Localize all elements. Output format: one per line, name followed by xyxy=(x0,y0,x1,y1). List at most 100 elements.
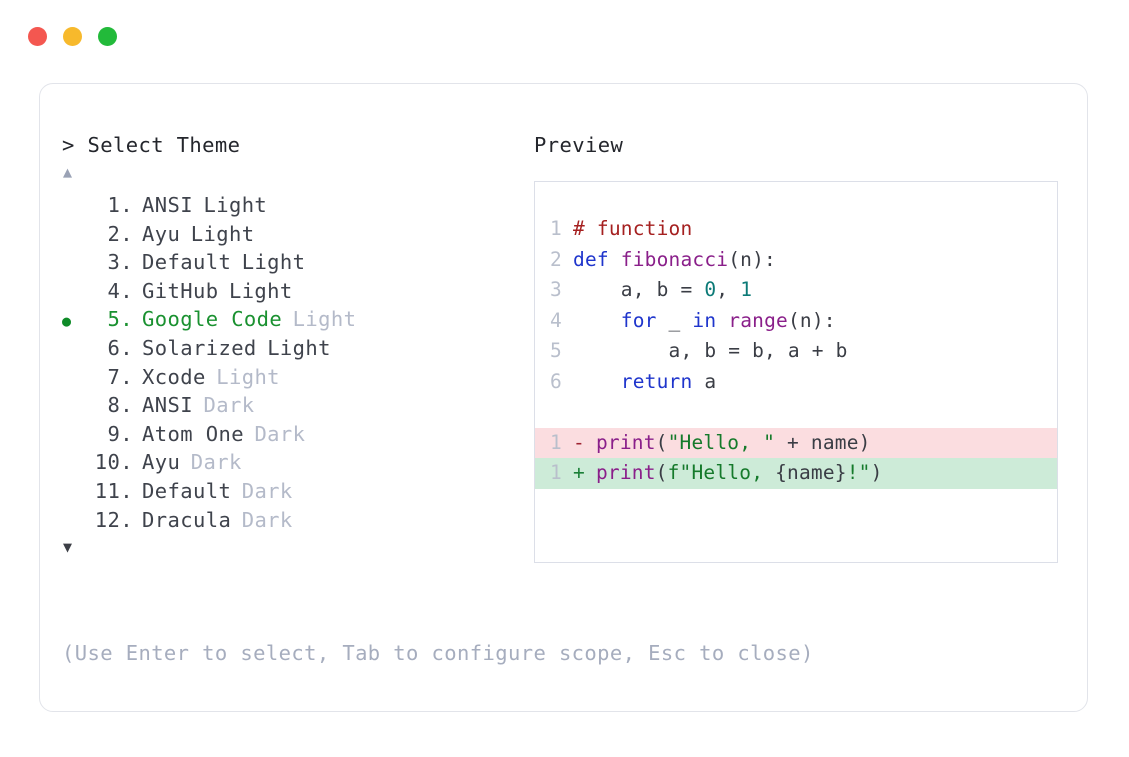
code-token: fibonacci xyxy=(620,247,729,271)
theme-item-variant: Dark xyxy=(241,507,293,532)
code-line: 1 # function xyxy=(535,214,1057,245)
theme-item-index: 5. xyxy=(107,307,133,332)
theme-item-variant: Light xyxy=(292,307,357,332)
theme-item-name: Ayu xyxy=(142,450,181,475)
code-token: return xyxy=(620,369,693,393)
selected-bullet-icon xyxy=(62,450,88,479)
code-token: print xyxy=(595,430,656,454)
code-token xyxy=(716,309,728,332)
code-token: , xyxy=(716,278,741,301)
code-token: ( xyxy=(655,430,668,454)
code-token xyxy=(573,309,621,332)
diff-sign: - xyxy=(573,430,585,454)
selected-bullet-icon: ● xyxy=(62,312,72,331)
selected-bullet-icon xyxy=(62,422,88,451)
code-diff-line: 1+ print(f"Hello, {name}!") xyxy=(535,458,1057,489)
theme-item-name: GitHub xyxy=(142,278,219,303)
theme-item-variant: Dark xyxy=(241,478,293,503)
line-number: 2 xyxy=(550,247,562,271)
selected-bullet-icon xyxy=(62,479,88,508)
theme-item-index: 12. xyxy=(94,507,133,532)
theme-item-variant: Light xyxy=(203,193,268,217)
line-number: 6 xyxy=(550,369,562,393)
theme-item-name: Xcode xyxy=(142,364,206,389)
theme-list-item[interactable]: 12. Dracula Dark xyxy=(62,506,542,535)
theme-item-index: 7. xyxy=(107,364,133,389)
theme-list-item[interactable]: 7. Xcode Light xyxy=(62,363,542,392)
theme-item-index: 10. xyxy=(94,450,133,475)
code-line-text: - print("Hello, " + name) xyxy=(573,428,871,459)
code-token: def xyxy=(573,247,621,271)
selected-bullet-icon xyxy=(62,222,88,251)
prompt-caret-icon: > xyxy=(62,133,88,157)
code-token: (n): xyxy=(787,308,836,332)
keyboard-hint: (Use Enter to select, Tab to configure s… xyxy=(62,641,814,665)
theme-item-index: 3. xyxy=(107,250,133,275)
code-token: + name) xyxy=(775,430,871,454)
window-titlebar xyxy=(0,0,1129,72)
code-token: ( xyxy=(655,461,668,484)
code-line: 5 a, b = b, a + b xyxy=(535,336,1057,367)
theme-item-variant: Dark xyxy=(254,421,306,446)
theme-item-name: Dracula xyxy=(142,507,232,532)
code-token: a, b = xyxy=(573,278,705,301)
code-token: f"Hello, xyxy=(667,461,776,484)
diff-sign: + xyxy=(573,461,585,484)
theme-item-index: 2. xyxy=(107,221,133,246)
selected-bullet-icon xyxy=(62,193,88,222)
code-token: range xyxy=(728,308,788,332)
code-token: "Hello, " xyxy=(667,430,776,454)
line-number: 1 xyxy=(550,461,562,484)
code-token: 0 xyxy=(704,278,717,301)
code-token: 1 xyxy=(740,278,753,301)
code-line-text: for _ in range(n): xyxy=(573,306,836,337)
code-token: !" xyxy=(846,461,871,484)
theme-item-index: 1. xyxy=(107,193,133,217)
line-number: 5 xyxy=(550,339,562,362)
theme-item-name: Default xyxy=(142,478,232,503)
selected-bullet-icon xyxy=(62,365,88,394)
close-button-icon[interactable] xyxy=(28,26,47,46)
scroll-up-icon[interactable]: ▲ xyxy=(63,163,73,181)
line-number: 1 xyxy=(550,217,562,240)
code-diff-line: 1- print("Hello, " + name) xyxy=(535,427,1057,459)
code-line-text: return a xyxy=(573,367,716,398)
line-number: 1 xyxy=(550,430,562,454)
theme-item-variant: Light xyxy=(190,221,255,246)
theme-item-variant: Light xyxy=(216,364,280,389)
line-number: 3 xyxy=(550,278,562,301)
code-token: print xyxy=(595,461,656,484)
code-token: in xyxy=(692,308,717,332)
maximize-button-icon[interactable] xyxy=(98,26,117,46)
theme-item-index: 8. xyxy=(107,393,133,418)
theme-item-index: 6. xyxy=(107,335,133,360)
line-number: 4 xyxy=(550,308,562,332)
minimize-button-icon[interactable] xyxy=(63,26,82,46)
code-token: a, b = b, a + b xyxy=(573,339,848,362)
code-token: # function xyxy=(573,217,693,240)
scroll-down-icon[interactable]: ▼ xyxy=(63,538,73,557)
theme-item-variant: Light xyxy=(228,278,293,303)
code-line: 3 a, b = 0, 1 xyxy=(535,275,1057,306)
theme-item-name: Default xyxy=(142,250,232,275)
selected-bullet-icon xyxy=(62,393,88,422)
code-token: {name} xyxy=(775,461,847,484)
page-title: Select Theme xyxy=(87,133,241,157)
